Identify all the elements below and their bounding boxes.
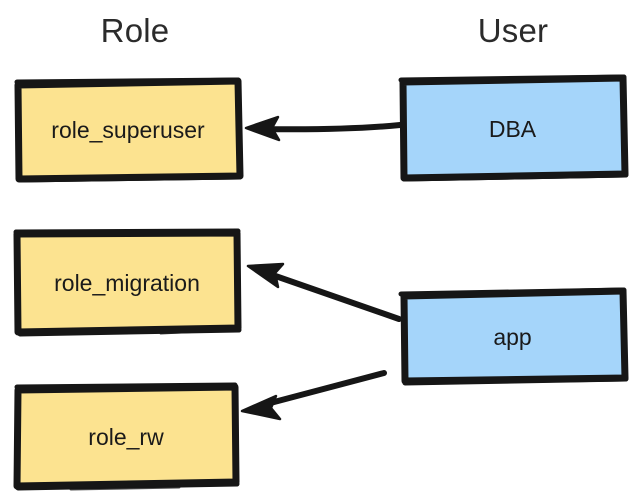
node-dba[interactable]: DBA bbox=[397, 74, 629, 184]
node-shape bbox=[13, 229, 242, 336]
column-header-role: Role bbox=[100, 12, 170, 49]
column-header-user: User bbox=[477, 12, 549, 49]
node-role-migration[interactable]: role_migration bbox=[11, 227, 243, 339]
edge-dba-to-role-superuser bbox=[244, 115, 403, 142]
node-shape bbox=[400, 287, 629, 385]
node-role-rw[interactable]: role_rw bbox=[11, 382, 241, 492]
edge-app-to-role-migration bbox=[246, 262, 402, 322]
node-shape bbox=[14, 77, 244, 183]
node-role-superuser[interactable]: role_superuser bbox=[12, 76, 244, 184]
node-shape bbox=[13, 383, 240, 490]
node-app[interactable]: app bbox=[397, 286, 629, 388]
edge-app-to-role-rw bbox=[240, 370, 387, 421]
node-shape bbox=[399, 74, 629, 182]
